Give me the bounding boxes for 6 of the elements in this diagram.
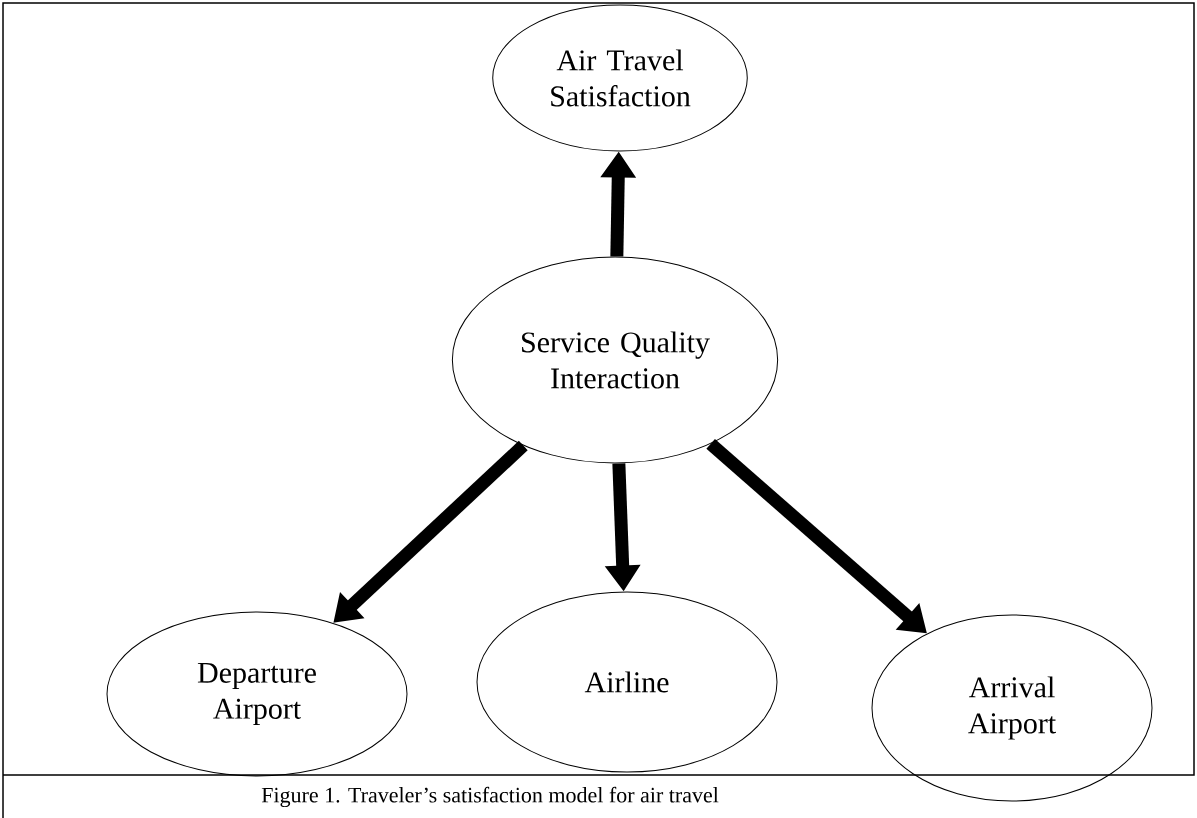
ellipse-node: Departure Airport bbox=[106, 611, 408, 777]
ellipse-node: Arrival Airport bbox=[871, 614, 1153, 802]
ellipse-node: Service Quality Interaction bbox=[451, 256, 779, 464]
ellipse-node: Air Travel Satisfaction bbox=[492, 4, 748, 152]
caption: Figure 1. Traveler’s satisfaction model for air travel bbox=[261, 786, 719, 808]
ellipse-node: Airline bbox=[476, 591, 778, 773]
